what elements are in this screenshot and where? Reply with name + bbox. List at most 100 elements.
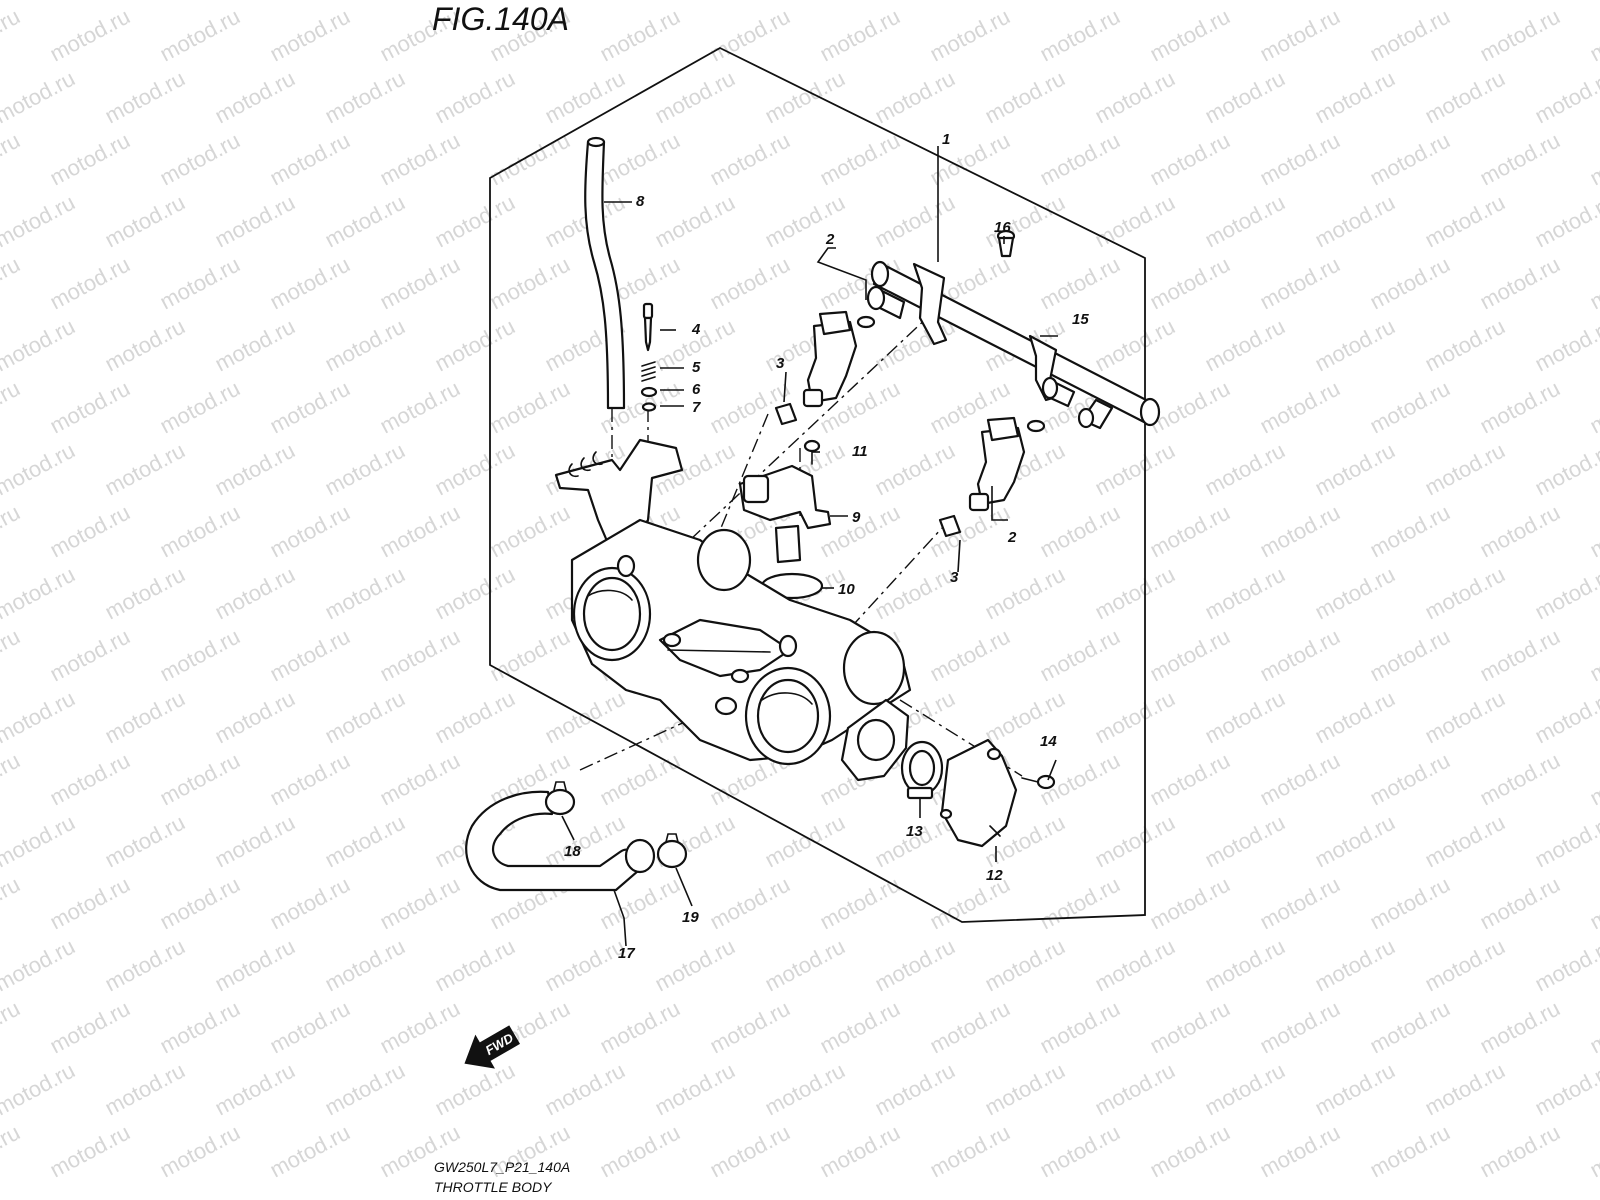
watermark-text: motod.ru <box>981 934 1069 997</box>
watermark-text: motod.ru <box>761 190 849 253</box>
watermark-text: motod.ru <box>101 810 189 873</box>
watermark-text: motod.ru <box>1586 252 1600 315</box>
watermark-text: motod.ru <box>431 314 519 377</box>
watermark-text: motod.ru <box>871 190 959 253</box>
watermark-text: motod.ru <box>321 686 409 749</box>
watermark-text: motod.ru <box>46 128 134 191</box>
watermark-text: motod.ru <box>1586 624 1600 687</box>
watermark-text: motod.ru <box>871 934 959 997</box>
watermark-text: motod.ru <box>1421 0 1509 4</box>
watermark-text: motod.ru <box>266 1120 354 1183</box>
watermark-text: motod.ru <box>1146 500 1234 563</box>
watermark-text: motod.ru <box>1091 686 1179 749</box>
spring-part-5 <box>641 361 656 382</box>
watermark-text: motod.ru <box>706 4 794 67</box>
washer-part-6 <box>640 386 658 398</box>
callout-8: 8 <box>636 193 645 210</box>
seal-upper-part-3 <box>774 402 798 426</box>
watermark-text: motod.ru <box>816 128 904 191</box>
watermark-text: motod.ru <box>486 376 574 439</box>
watermark-text: motod.ru <box>211 686 299 749</box>
watermark-text: motod.ru <box>1421 562 1509 625</box>
watermark-text: motod.ru <box>1311 66 1399 129</box>
watermark-text: motod.ru <box>651 1058 739 1121</box>
watermark-text: motod.ru <box>0 996 24 1059</box>
callout-17: 17 <box>618 945 635 962</box>
watermark-text: motod.ru <box>321 810 409 873</box>
watermark-text: motod.ru <box>981 66 1069 129</box>
watermark-text: motod.ru <box>1311 190 1399 253</box>
watermark-text: motod.ru <box>1146 748 1234 811</box>
adjust-screw-part-4 <box>642 302 654 352</box>
watermark-text: motod.ru <box>486 252 574 315</box>
watermark-text: motod.ru <box>651 190 739 253</box>
watermark-text: motod.ru <box>1201 66 1289 129</box>
watermark-text: motod.ru <box>211 562 299 625</box>
watermark-text: motod.ru <box>266 128 354 191</box>
watermark-text: motod.ru <box>1036 1120 1124 1183</box>
watermark-text: motod.ru <box>706 996 794 1059</box>
watermark-text: motod.ru <box>156 252 244 315</box>
watermark-text: motod.ru <box>101 190 189 253</box>
watermark-text: motod.ru <box>1476 128 1564 191</box>
watermark-text: motod.ru <box>1256 4 1344 67</box>
watermark-text: motod.ru <box>0 252 24 315</box>
watermark-text: motod.ru <box>321 190 409 253</box>
watermark-text: motod.ru <box>1531 190 1600 253</box>
watermark-text: motod.ru <box>1201 314 1289 377</box>
watermark-text: motod.ru <box>1256 624 1344 687</box>
watermark-text: motod.ru <box>1036 500 1124 563</box>
watermark-text: motod.ru <box>431 934 519 997</box>
callout-3-lower: 3 <box>950 569 959 586</box>
watermark-text: motod.ru <box>0 686 79 749</box>
watermark-text: motod.ru <box>1586 4 1600 67</box>
watermark-text: motod.ru <box>101 314 189 377</box>
watermark-text: motod.ru <box>431 1058 519 1121</box>
throttle-position-sensor-part-12 <box>939 738 1018 848</box>
watermark-text: motod.ru <box>1036 128 1124 191</box>
watermark-text: motod.ru <box>1311 810 1399 873</box>
watermark-text: motod.ru <box>266 624 354 687</box>
watermark-text: motod.ru <box>1366 500 1454 563</box>
watermark-text: motod.ru <box>46 376 134 439</box>
watermark-text: motod.ru <box>101 686 189 749</box>
watermark-text: motod.ru <box>321 562 409 625</box>
watermark-text: motod.ru <box>211 438 299 501</box>
watermark-text: motod.ru <box>871 1058 959 1121</box>
watermark-text: motod.ru <box>1531 438 1600 501</box>
watermark-text: motod.ru <box>1256 128 1344 191</box>
watermark-text: motod.ru <box>156 376 244 439</box>
watermark-text: motod.ru <box>706 128 794 191</box>
watermark-text: motod.ru <box>0 500 24 563</box>
watermark-text: motod.ru <box>1366 748 1454 811</box>
watermark-text: motod.ru <box>1036 4 1124 67</box>
watermark-text: motod.ru <box>46 1120 134 1183</box>
watermark-text: motod.ru <box>266 748 354 811</box>
watermark-text: motod.ru <box>46 624 134 687</box>
watermark-text: motod.ru <box>0 934 79 997</box>
clamp-part-18 <box>544 781 576 816</box>
watermark-text: motod.ru <box>1256 748 1344 811</box>
watermark-text: motod.ru <box>101 438 189 501</box>
watermark-text: motod.ru <box>1201 438 1289 501</box>
callout-18: 18 <box>564 843 581 860</box>
watermark-text: motod.ru <box>101 0 189 4</box>
watermark-text: motod.ru <box>1476 1120 1564 1183</box>
assembly-frame <box>489 46 1146 923</box>
watermark-text: motod.ru <box>266 872 354 935</box>
callout-12: 12 <box>986 867 1003 884</box>
screw-part-11 <box>803 439 821 465</box>
watermark-text: motod.ru <box>1256 252 1344 315</box>
watermark-text: motod.ru <box>376 128 464 191</box>
watermark-text: motod.ru <box>651 0 739 4</box>
watermark-text: motod.ru <box>1586 748 1600 811</box>
watermark-text: motod.ru <box>266 252 354 315</box>
watermark-text: motod.ru <box>376 252 464 315</box>
watermark-text: motod.ru <box>1586 376 1600 439</box>
callout-15: 15 <box>1072 311 1089 328</box>
watermark-text: motod.ru <box>1146 4 1234 67</box>
watermark-text: motod.ru <box>266 376 354 439</box>
watermark-text: motod.ru <box>1256 500 1344 563</box>
watermark-text: motod.ru <box>0 748 24 811</box>
watermark-text: motod.ru <box>1146 872 1234 935</box>
